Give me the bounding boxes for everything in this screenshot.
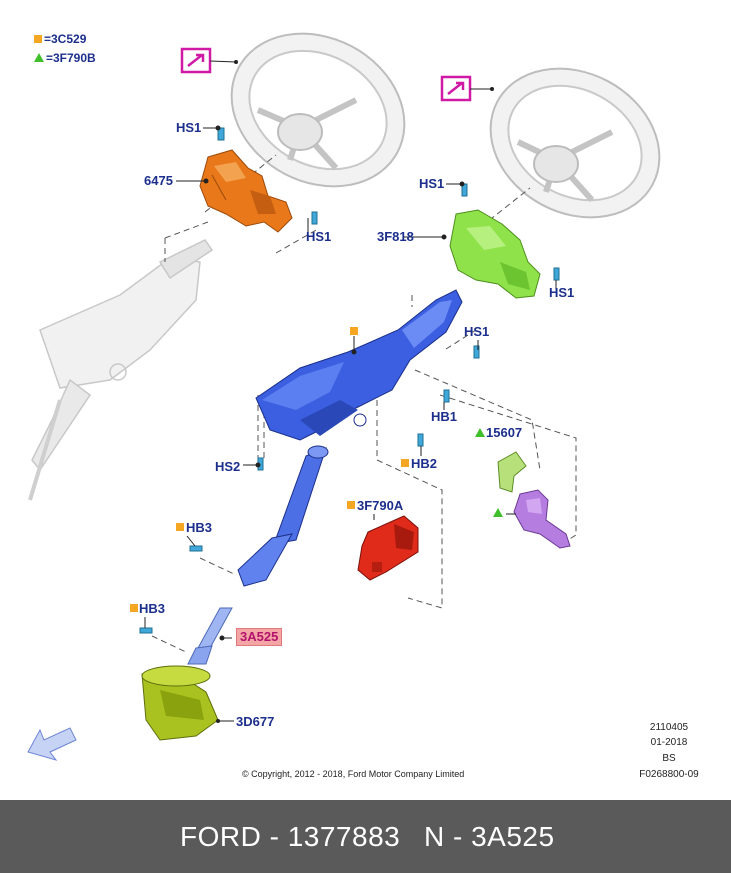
steering-wheel-left: [230, 32, 406, 188]
callout-hb1[interactable]: HB1: [431, 409, 458, 424]
steering-column-exploded-diagram: [27, 32, 661, 761]
meta-line: 2110405: [649, 722, 689, 733]
marker-symbols: [130, 327, 503, 612]
back-arrow-icon[interactable]: [27, 727, 77, 761]
steering-wheel-right: [489, 67, 661, 219]
callout-hs1[interactable]: HS1: [306, 229, 332, 244]
callout-hs1[interactable]: HS1: [176, 120, 202, 135]
switch-3f790b[interactable]: [513, 489, 571, 549]
footer-part-number: FORD - 1377883: [180, 821, 401, 852]
ignition-module-3f790a[interactable]: [357, 515, 419, 581]
clockspring-6475[interactable]: [199, 149, 293, 233]
callout-6475[interactable]: 6475: [144, 173, 173, 188]
square-marker-icon: [34, 35, 42, 43]
callout-3a525-highlighted[interactable]: 3A525: [236, 628, 283, 646]
legend-label: =3C529: [44, 32, 87, 46]
meta-line: BS: [662, 753, 676, 764]
callout-hs1[interactable]: HS1: [549, 285, 575, 300]
callout-hs1[interactable]: HS1: [464, 324, 490, 339]
callout-3d677[interactable]: 3D677: [236, 714, 275, 729]
meta-line: F0268800-09: [639, 769, 699, 780]
ghost-steering-column: [28, 239, 214, 501]
legend-item-3c529: =3C529: [34, 32, 86, 46]
callout-15607[interactable]: 15607: [486, 425, 523, 440]
callout-hb3[interactable]: HB3: [139, 601, 166, 616]
meta-line: 01-2018: [650, 737, 688, 748]
footer-bar: FORD - 1377883 N - 3A525: [0, 800, 731, 873]
callout-3f818[interactable]: 3F818: [377, 229, 414, 244]
link-arrow-icon[interactable]: [440, 75, 494, 102]
callout-hs2[interactable]: HS2: [215, 459, 241, 474]
legend-item-3f790b: =3F790B: [34, 51, 96, 65]
legend-label: =3F790B: [46, 51, 96, 65]
copyright-notice: © Copyright, 2012 - 2018, Ford Motor Com…: [242, 769, 465, 779]
callout-3a525-label: 3A525: [240, 629, 279, 644]
link-arrow-icon[interactable]: [180, 47, 238, 74]
fastener-bolts: [139, 127, 560, 634]
callout-3f790a[interactable]: 3F790A: [357, 498, 404, 513]
steering-angle-sensor-3f818[interactable]: [449, 209, 541, 299]
steering-column-3c529[interactable]: [237, 289, 463, 587]
label-leader-lines: [144, 125, 557, 641]
column-boot-3d677[interactable]: [141, 665, 234, 741]
lower-shaft-3a525[interactable]: [187, 607, 233, 665]
lock-clip-15607[interactable]: [497, 451, 527, 493]
callout-hs1[interactable]: HS1: [419, 176, 445, 191]
triangle-marker-icon: [34, 53, 44, 62]
callout-hb2[interactable]: HB2: [411, 456, 438, 471]
footer-part-code: N - 3A525: [424, 821, 555, 852]
callout-hb3[interactable]: HB3: [186, 520, 213, 535]
